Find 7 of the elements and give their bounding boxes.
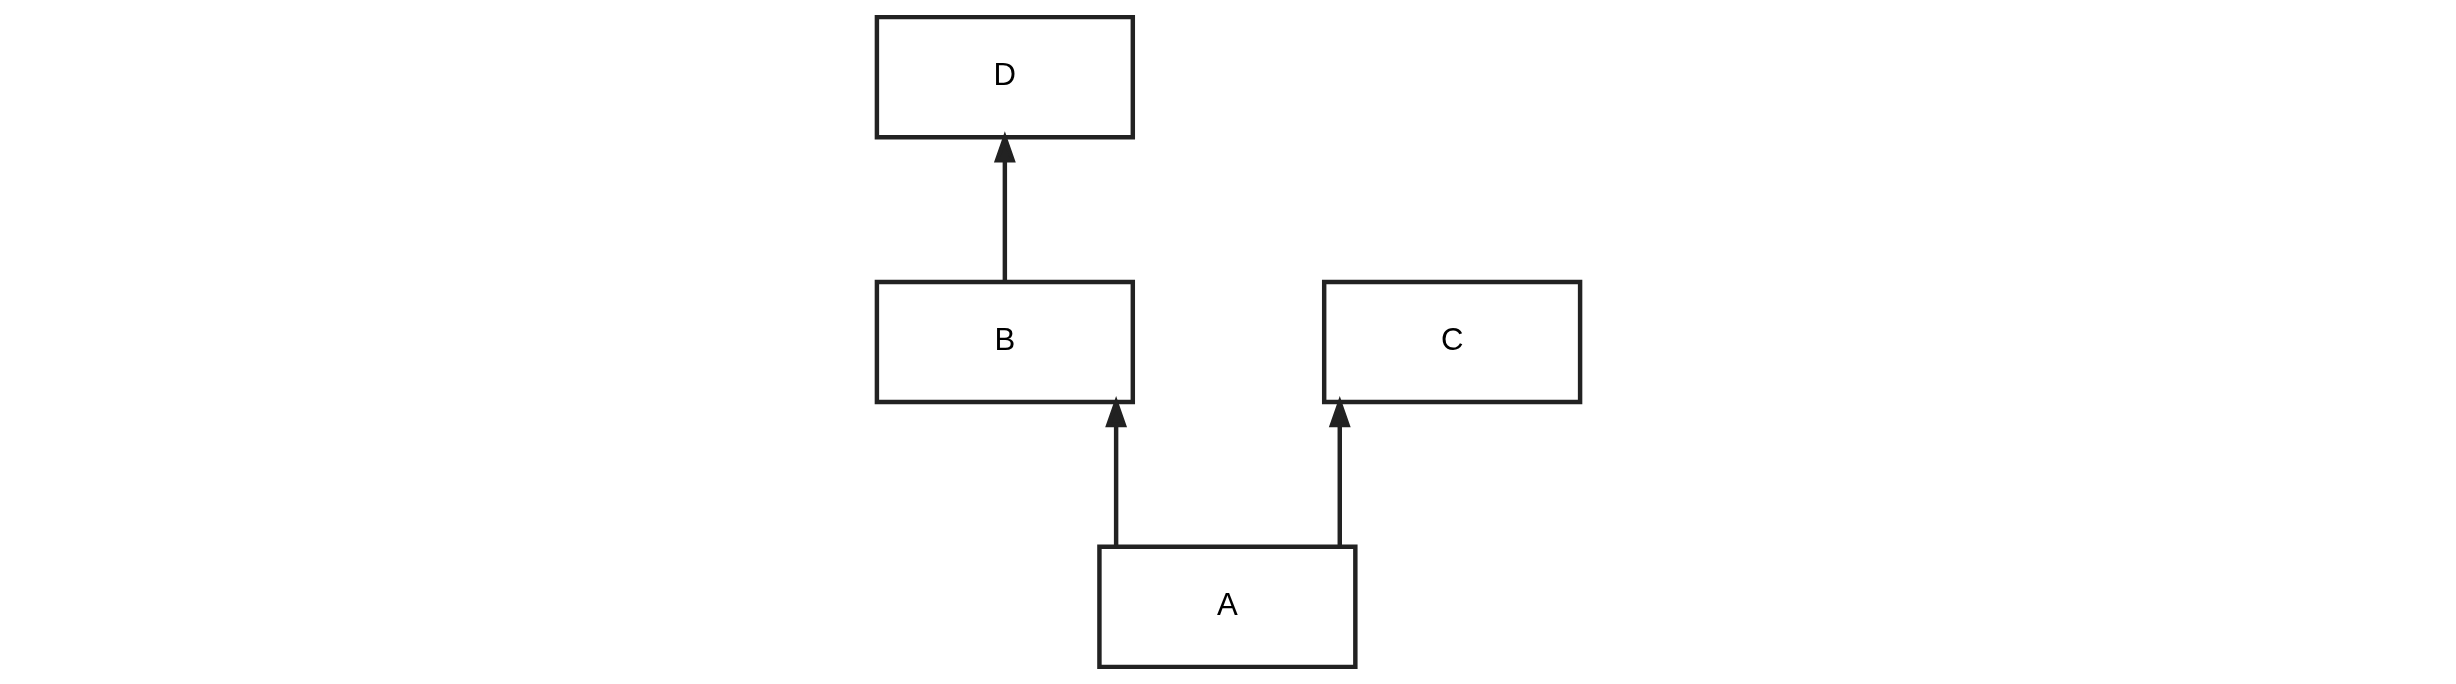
node-box: D [874, 14, 1135, 140]
arrow [993, 131, 1016, 282]
arrow [1328, 396, 1351, 547]
node-box: C [1321, 279, 1582, 405]
arrow [1104, 396, 1127, 547]
node-box: B [874, 279, 1135, 405]
node-box: A [1096, 544, 1358, 670]
